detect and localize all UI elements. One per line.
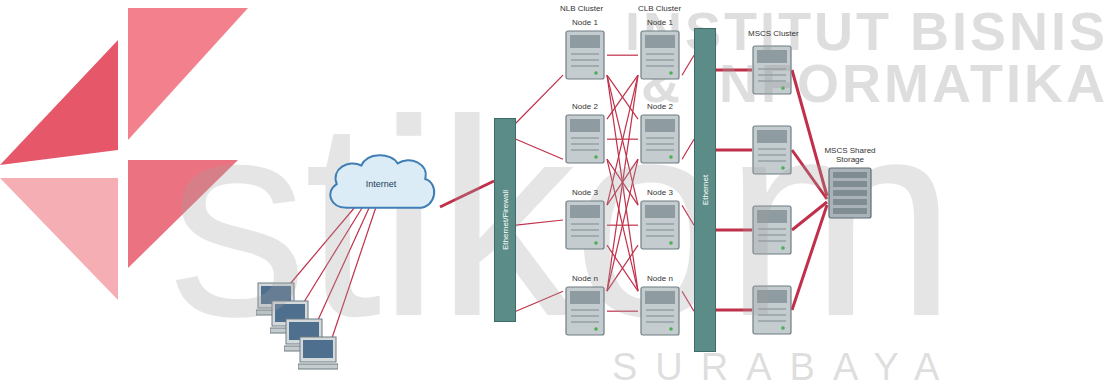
logo-shape	[0, 178, 118, 300]
band-label: Ethernet	[701, 175, 710, 205]
internet-cloud: Internet	[322, 150, 440, 212]
node-label: Node 1	[647, 18, 673, 27]
storage-node: MSCS Shared Storage	[815, 146, 885, 219]
server-node: Node 3	[563, 188, 607, 250]
server-icon	[565, 30, 605, 80]
node-label: Node 2	[572, 102, 598, 111]
node-label: Internet	[366, 179, 397, 189]
server-node: Node 3	[638, 188, 682, 250]
server-shape	[641, 201, 679, 249]
server-icon	[640, 114, 680, 164]
server-icon	[640, 286, 680, 336]
cloud-outline	[330, 155, 434, 208]
server-icon	[565, 286, 605, 336]
cluster-heading: MSCS Cluster	[748, 30, 799, 38]
firewall-band: Ethernet/Firewall	[494, 118, 516, 322]
storage-shape	[829, 168, 871, 218]
server-node: Node 1	[563, 18, 607, 80]
server-icon	[565, 114, 605, 164]
node-label: Node 2	[647, 102, 673, 111]
server-shape	[566, 287, 604, 335]
ethernet-band: Ethernet	[694, 28, 716, 352]
cluster-heading: CLB Cluster	[638, 5, 681, 13]
server-node: Node n	[638, 274, 682, 336]
server-shape	[641, 31, 679, 79]
server-shape	[566, 115, 604, 163]
cluster-heading: NLB Cluster	[560, 5, 603, 13]
server-node: Node 1	[638, 18, 682, 80]
server-node: Node n	[563, 274, 607, 336]
storage-icon	[828, 167, 872, 219]
node-label: Node 3	[647, 188, 673, 197]
node-label: Node 3	[572, 188, 598, 197]
server-shape	[641, 287, 679, 335]
node-label: Node n	[572, 274, 598, 283]
server-shape	[566, 31, 604, 79]
server-icon	[565, 200, 605, 250]
server-icon	[640, 30, 680, 80]
server-node: Node 2	[563, 102, 607, 164]
server-node: Node 2	[638, 102, 682, 164]
server-icon	[640, 200, 680, 250]
server-shape	[641, 115, 679, 163]
watermark: SURABAYA	[612, 348, 957, 386]
server-shape	[566, 201, 604, 249]
logo-shape	[0, 40, 118, 165]
node-label: Node n	[647, 274, 673, 283]
band-label: Ethernet/Firewall	[501, 190, 510, 250]
node-label: MSCS Shared Storage	[817, 146, 883, 164]
node-label: Node 1	[572, 18, 598, 27]
